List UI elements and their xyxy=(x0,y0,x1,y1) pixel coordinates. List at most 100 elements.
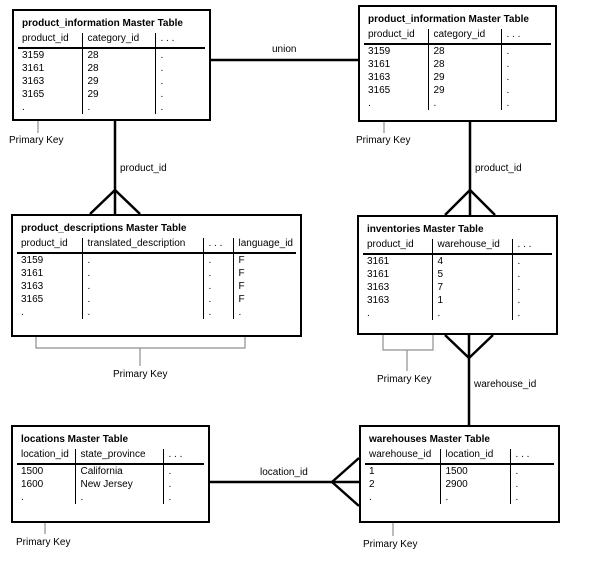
table-product-information-left: product_information Master Table product… xyxy=(12,9,211,121)
primary-key-label: Primary Key xyxy=(16,537,71,548)
cell: . xyxy=(81,101,155,114)
table-row: 3161 28 . xyxy=(18,62,205,75)
header-row: location_id state_province . . . xyxy=(17,449,204,465)
cell: . xyxy=(81,293,203,306)
column-header: state_province xyxy=(74,449,163,465)
cell: . xyxy=(509,491,554,504)
cell: 1500 xyxy=(439,464,510,478)
table-row: . . . xyxy=(363,307,552,320)
cell: 3159 xyxy=(368,46,391,57)
cell: 4 xyxy=(431,254,512,268)
cell: 3161 xyxy=(21,268,44,279)
table-row: . . . xyxy=(364,97,551,110)
table-row: 3165 . . F xyxy=(17,293,296,306)
crow-foot-prong xyxy=(468,334,494,359)
cell: 3163 xyxy=(368,72,391,83)
cell: 28 xyxy=(81,62,155,75)
cell: . xyxy=(511,294,552,307)
table-title: locations Master Table xyxy=(21,434,129,445)
cell: . xyxy=(500,44,551,58)
crow-foot-prong xyxy=(331,481,360,507)
cell: . xyxy=(202,253,233,267)
table-row: 3163 . . F xyxy=(17,280,296,293)
cell: . xyxy=(368,98,371,109)
primary-key-label: Primary Key xyxy=(356,135,411,146)
column-header: . . . xyxy=(509,449,554,465)
table-title: inventories Master Table xyxy=(367,224,484,235)
cell: . xyxy=(369,492,372,503)
table-row: 2 2900 . xyxy=(365,478,554,491)
column-header: location_id xyxy=(439,449,510,465)
cell: . xyxy=(500,71,551,84)
cell: New Jersey xyxy=(74,478,163,491)
product-id-label-left: product_id xyxy=(120,163,167,174)
cell: 28 xyxy=(81,48,155,62)
warehouse-id-label: warehouse_id xyxy=(474,379,537,390)
table-row: . . . xyxy=(17,491,204,504)
data-table: product_id category_id . . . 3159 28 . 3… xyxy=(18,33,205,114)
cell: California xyxy=(74,464,163,478)
cell: . xyxy=(81,306,203,319)
table-product-information-right: product_information Master Table product… xyxy=(358,5,557,122)
table-row: 3161 28 . xyxy=(364,58,551,71)
cell: . xyxy=(509,464,554,478)
cell: 29 xyxy=(81,88,155,101)
column-header: translated_description xyxy=(81,238,203,254)
cell: . xyxy=(81,253,203,267)
cell: . xyxy=(202,306,233,319)
table-row: 3161 5 . xyxy=(363,268,552,281)
cell: . xyxy=(74,491,163,504)
table-row: 3159 28 . xyxy=(18,48,205,62)
cell: . xyxy=(431,307,512,320)
cell: 3161 xyxy=(368,59,391,70)
cell: 1 xyxy=(431,294,512,307)
column-header: warehouse_id xyxy=(431,239,512,255)
data-table: location_id state_province . . . 1500 Ca… xyxy=(17,449,204,504)
cell: . xyxy=(511,281,552,294)
header-row: warehouse_id location_id . . . xyxy=(365,449,554,465)
table-row: . . . xyxy=(18,101,205,114)
table-row: 1 1500 . xyxy=(365,464,554,478)
data-table: product_id translated_description . . . … xyxy=(17,238,296,319)
cell: F xyxy=(232,293,296,306)
table-row: 1600 New Jersey . xyxy=(17,478,204,491)
primary-key-label: Primary Key xyxy=(113,369,168,380)
cell: . xyxy=(81,280,203,293)
cell: 3163 xyxy=(21,281,44,292)
crow-foot-prong xyxy=(469,189,496,216)
cell: . xyxy=(154,48,205,62)
column-header: category_id xyxy=(81,33,155,49)
table-locations: locations Master Table location_id state… xyxy=(11,425,210,523)
column-header: warehouse_id xyxy=(365,449,440,465)
cell: . xyxy=(21,307,24,318)
table-inventories: inventories Master Table product_id ware… xyxy=(357,215,558,335)
table-row: 1500 California . xyxy=(17,464,204,478)
cell: 29 xyxy=(81,75,155,88)
cell: . xyxy=(500,97,551,110)
cell: . xyxy=(162,478,204,491)
column-header: product_id xyxy=(363,239,432,255)
table-title: product_descriptions Master Table xyxy=(21,223,187,234)
table-title: product_information Master Table xyxy=(368,14,529,25)
table-row: 3161 . . F xyxy=(17,267,296,280)
primary-key-label: Primary Key xyxy=(9,135,64,146)
column-header: language_id xyxy=(232,238,296,254)
cell: . xyxy=(202,267,233,280)
cell: . xyxy=(154,88,205,101)
table-row: 3165 29 . xyxy=(18,88,205,101)
cell: 3161 xyxy=(367,269,390,280)
cell: F xyxy=(232,267,296,280)
cell: 1600 xyxy=(21,479,44,490)
crow-foot-prong xyxy=(444,334,470,359)
cell: 7 xyxy=(431,281,512,294)
crow-foot-prong xyxy=(331,457,360,483)
cell: . xyxy=(511,254,552,268)
table-title: warehouses Master Table xyxy=(369,434,490,445)
cell: . xyxy=(367,308,370,319)
cell: . xyxy=(154,75,205,88)
table-row: 3163 29 . xyxy=(364,71,551,84)
cell: . xyxy=(154,62,205,75)
cell: 1500 xyxy=(21,466,44,477)
table-row: . . . . xyxy=(17,306,296,319)
cell: F xyxy=(232,280,296,293)
